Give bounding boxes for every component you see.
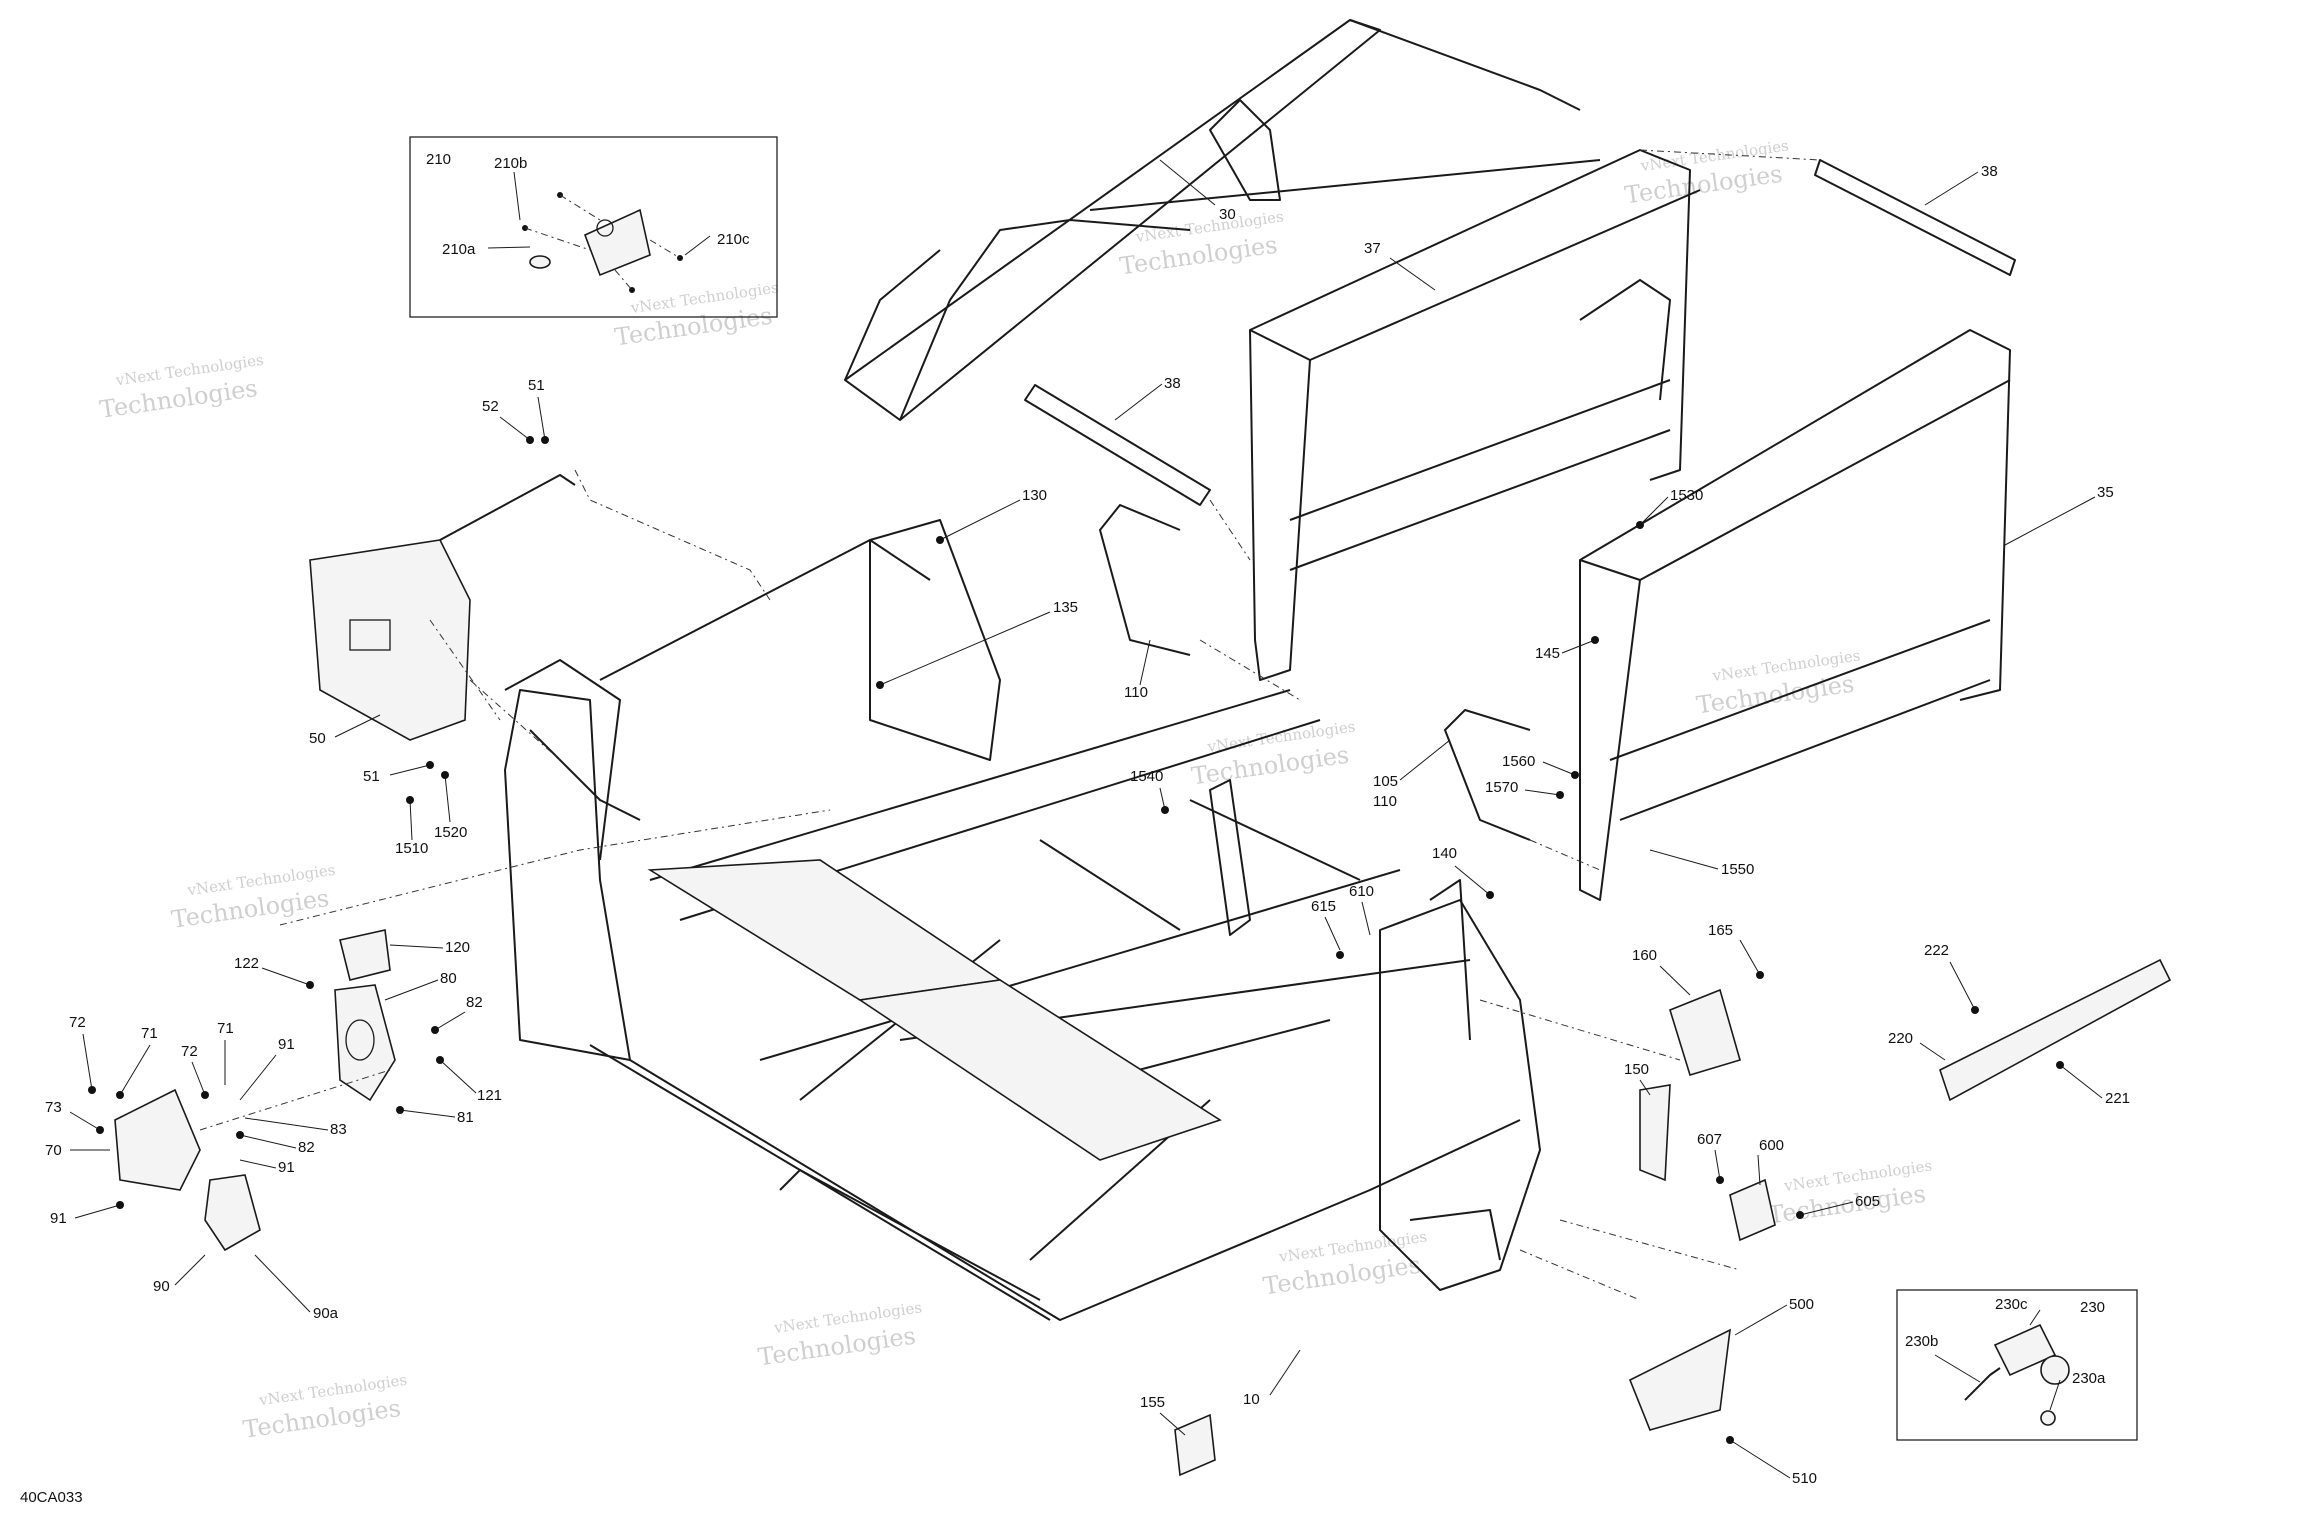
cage-35 <box>1579 329 2011 901</box>
callout-230c: 230c <box>1995 1296 2028 1313</box>
callout-135: 135 <box>1053 599 1078 616</box>
main-frame <box>504 519 1541 1321</box>
callout-230a: 230a <box>2072 1370 2106 1387</box>
callout-91-mid: 91 <box>278 1159 295 1176</box>
callout-35: 35 <box>2097 484 2114 501</box>
callout-1520: 1520 <box>434 824 467 841</box>
callout-1510: 1510 <box>395 840 428 857</box>
callout-122: 122 <box>234 955 259 972</box>
callout-165: 165 <box>1708 922 1733 939</box>
callout-90: 90 <box>153 1278 170 1295</box>
callout-210a: 210a <box>442 241 476 258</box>
inset-210: 210 <box>409 136 778 318</box>
callout-610: 610 <box>1349 883 1374 900</box>
left-brackets <box>114 929 396 1252</box>
diagram-id: 40CA033 <box>20 1489 83 1506</box>
callout-91-top: 91 <box>278 1036 295 1053</box>
callout-50: 50 <box>309 730 326 747</box>
callout-80: 80 <box>440 970 457 987</box>
callout-37: 37 <box>1364 240 1381 257</box>
callout-82-top: 82 <box>466 994 483 1011</box>
callout-51-top: 51 <box>528 377 545 394</box>
callout-30: 30 <box>1219 206 1236 223</box>
roof-30 <box>844 19 1601 421</box>
callout-73: 73 <box>45 1099 62 1116</box>
callout-230b: 230b <box>1905 1333 1938 1350</box>
bar-38-right <box>1814 159 2016 276</box>
callout-1550: 1550 <box>1721 861 1754 878</box>
callout-1560: 1560 <box>1502 753 1535 770</box>
mount-50 <box>309 474 576 741</box>
bar-105 <box>1444 709 1531 841</box>
callout-51-bottom: 51 <box>363 768 380 785</box>
callout-38-left: 38 <box>1164 375 1181 392</box>
bar-38-left <box>1024 384 1211 506</box>
callout-91-left: 91 <box>50 1210 67 1227</box>
inset-230-title: 230 <box>2080 1299 2105 1316</box>
callout-71-b: 71 <box>217 1020 234 1037</box>
callouts: 210b 210a 210c 230c 230b 230a 10 30 35 3… <box>45 155 2130 1487</box>
callout-38-right: 38 <box>1981 163 1998 180</box>
callout-210b: 210b <box>494 155 527 172</box>
callout-10: 10 <box>1243 1391 1260 1408</box>
callout-220: 220 <box>1888 1030 1913 1047</box>
callout-121: 121 <box>477 1087 502 1104</box>
assembly-lines <box>199 149 1821 1301</box>
callout-1570: 1570 <box>1485 779 1518 796</box>
inset-210-title: 210 <box>426 151 451 168</box>
callout-221: 221 <box>2105 1090 2130 1107</box>
callout-150: 150 <box>1624 1061 1649 1078</box>
callout-110-left: 110 <box>1124 684 1148 701</box>
cage-37 <box>1249 149 1701 681</box>
callout-605: 605 <box>1855 1193 1880 1210</box>
callout-120: 120 <box>445 939 470 956</box>
bars <box>1024 159 2016 841</box>
callout-222: 222 <box>1924 942 1949 959</box>
callout-615: 615 <box>1311 898 1336 915</box>
callout-1540: 1540 <box>1130 768 1163 785</box>
callout-510: 510 <box>1792 1470 1817 1487</box>
bar-110 <box>1099 504 1191 656</box>
callout-210c: 210c <box>717 231 750 248</box>
callout-72-b: 72 <box>181 1043 198 1060</box>
callout-72-a: 72 <box>69 1014 86 1031</box>
callout-90a: 90a <box>313 1305 339 1322</box>
callout-52: 52 <box>482 398 499 415</box>
callout-140: 140 <box>1432 845 1457 862</box>
callout-71-a: 71 <box>141 1025 158 1042</box>
callout-600: 600 <box>1759 1137 1784 1154</box>
callout-500: 500 <box>1789 1296 1814 1313</box>
callout-105: 105 <box>1373 773 1398 790</box>
callout-155: 155 <box>1140 1394 1165 1411</box>
callout-70: 70 <box>45 1142 62 1159</box>
callout-160: 160 <box>1632 947 1657 964</box>
inset-230: 230 <box>1896 1289 2138 1441</box>
callout-82-bottom: 82 <box>298 1139 315 1156</box>
callout-83: 83 <box>330 1121 347 1138</box>
callout-130: 130 <box>1022 487 1047 504</box>
right-small-parts <box>1174 958 2172 1477</box>
callout-1530: 1530 <box>1670 487 1703 504</box>
callout-110-right: 110 <box>1373 793 1397 810</box>
callout-607: 607 <box>1697 1131 1722 1148</box>
callout-145: 145 <box>1535 645 1560 662</box>
callout-81: 81 <box>457 1109 474 1126</box>
